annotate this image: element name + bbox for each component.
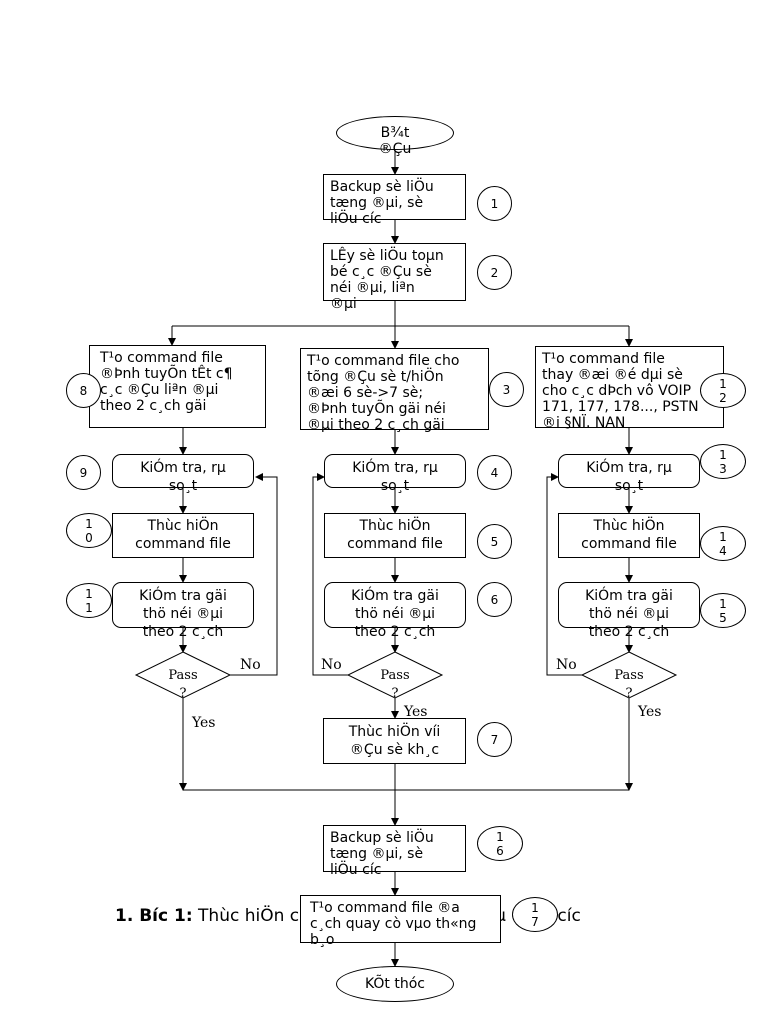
loop-mid-no [312,473,348,676]
decision-label-mid: Pass ? [380,668,410,701]
step-3-mid-command-file: T¹o command file cho tõng ®Çu sè t/hiÖn … [300,348,489,433]
step-8-left-command-file: T¹o command file ®Þnh tuyÕn tÊt c¶ c¸c ®… [89,345,266,428]
step-number-16: 1 6 [477,826,523,861]
step-4-mid-check: KiÓm tra, rµ so¸t [324,454,466,494]
step-number-6: 6 [477,582,512,617]
step-12-right-command-file: T¹o command file thay ®æi ®é dµi sè cho … [535,346,724,431]
paragraph-text-left: Thùc hiÖn c [192,906,300,926]
step-number-2: 2 [477,255,512,290]
step-number-5: 5 [477,524,512,559]
paragraph-step-label: 1. Bíc 1: [115,906,193,926]
decision-diamond-right [580,651,678,699]
start-terminator: B¾t ®Çu [336,116,454,157]
branch-no-right: No [556,657,577,673]
step-number-11: 1 1 [66,583,112,618]
step-17-announce-file: T¹o command file ®a c¸ch quay cò vµo th«… [300,895,501,948]
step-6-mid-test-call: KiÓm tra gäi thö néi ®µi theo 2 c¸ch [324,582,466,640]
step-14-right-execute: Thùc hiÖn command file [558,513,700,558]
decision-diamond-mid [346,651,444,699]
branch-yes-left: Yes [192,715,216,731]
branch-yes-mid: Yes [404,704,428,720]
step-number-15: 1 5 [700,593,746,628]
step-13-right-check: KiÓm tra, rµ so¸t [558,454,700,494]
step-1-backup: Backup sè liÖu tæng ®µi, sè liÖu cíc [323,174,466,227]
step-number-4: 4 [477,455,512,490]
step-7-other-prefix: Thùc hiÖn víi ®Çu sè kh¸c [323,718,466,764]
step-number-14: 1 4 [700,526,746,561]
branch-no-left: No [240,657,261,673]
loop-right-no [546,473,582,676]
decision-diamond-left [134,651,232,699]
step-16-backup: Backup sè liÖu tæng ®µi, sè liÖu cíc [323,825,466,878]
branch-no-mid: No [321,657,342,673]
decision-label-left: Pass ? [168,668,198,701]
step-15-right-test-call: KiÓm tra gäi thö néi ®µi theo 2 c¸ch [558,582,700,640]
loop-left-no [230,473,278,676]
step-11-left-test-call: KiÓm tra gäi thö néi ®µi theo 2 c¸ch [112,582,254,640]
step-number-13: 1 3 [700,444,746,479]
step-number-10: 1 0 [66,513,112,548]
step-number-1: 1 [477,186,512,221]
step-10-left-execute: Thùc hiÖn command file [112,513,254,558]
end-terminator: KÕt thóc [336,966,454,1002]
step-number-3: 3 [489,372,524,407]
step-number-7: 7 [477,722,512,757]
step-number-9: 9 [66,455,101,490]
branch-yes-right: Yes [638,704,662,720]
step-2-collect-numbers: LÊy sè liÖu toµn bé c¸c ®Çu sè néi ®µi, … [323,243,466,312]
decision-label-right: Pass ? [614,668,644,701]
step-number-8: 8 [66,373,101,408]
step-number-17: 1 7 [512,897,558,932]
step-number-12: 1 2 [700,373,746,408]
step-9-left-check: KiÓm tra, rµ so¸t [112,454,254,494]
step-5-mid-execute: Thùc hiÖn command file [324,513,466,558]
